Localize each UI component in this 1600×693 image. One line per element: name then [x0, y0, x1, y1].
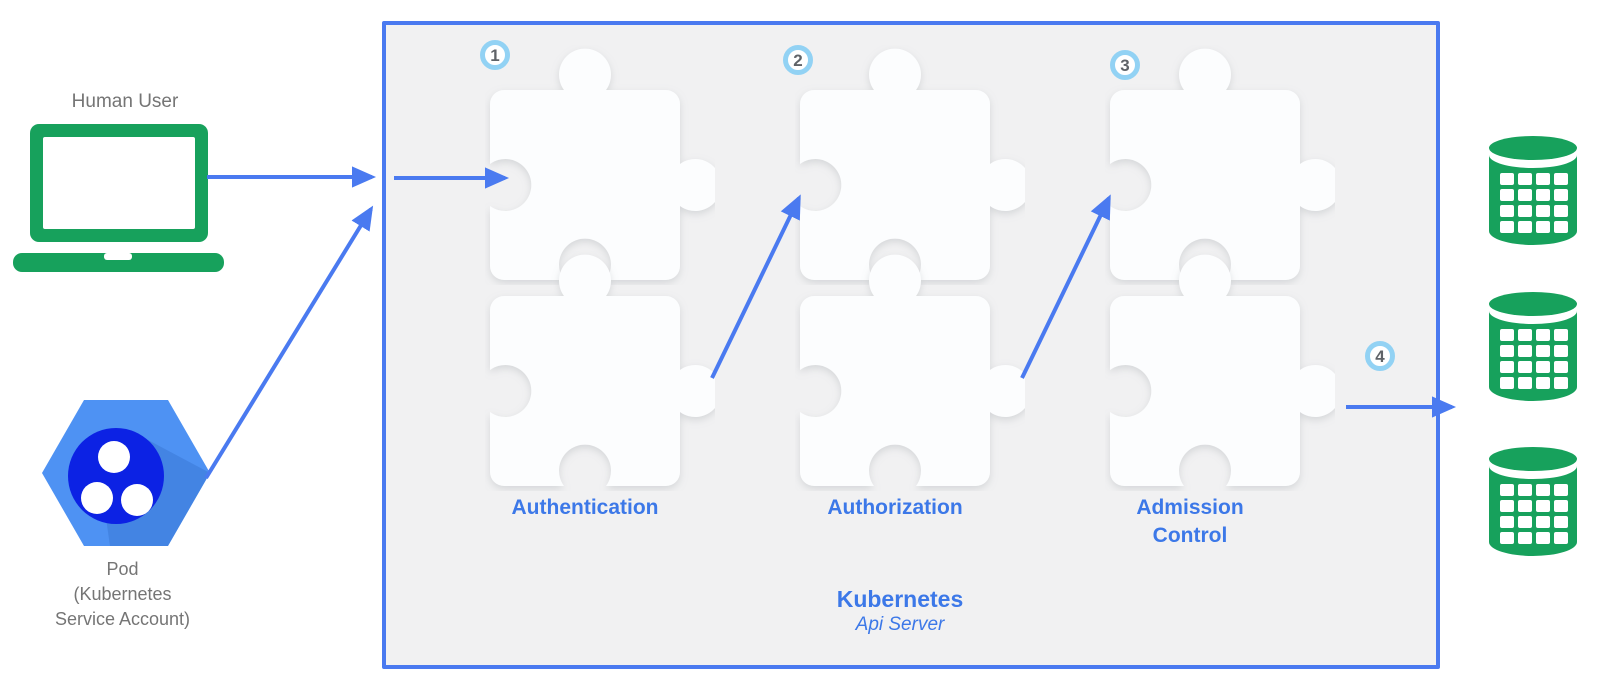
- api-server-subtitle: Api Server: [855, 614, 945, 635]
- step-badge-4: 4: [1365, 341, 1395, 371]
- puzzle-piece-authorization-top: [800, 48, 1025, 281]
- puzzle-piece-authentication-top: [490, 48, 715, 281]
- authorization-label: Authorization: [827, 496, 963, 519]
- etcd-database-icon-1: [1489, 136, 1577, 245]
- puzzle-piece-admission-top: [1110, 48, 1335, 281]
- puzzle-piece-authentication-bottom: [490, 254, 715, 486]
- human-user-label: Human User: [71, 91, 179, 112]
- laptop-icon: [13, 124, 224, 272]
- etcd-database-icon-3: [1489, 447, 1577, 556]
- pod-icon: [42, 400, 210, 546]
- authentication-label: Authentication: [511, 496, 659, 519]
- step-badge-2: 2: [783, 45, 813, 75]
- arrow-pod-to-apiserver: [204, 205, 374, 480]
- etcd-database-icon-2: [1489, 292, 1577, 401]
- step-badge-1: 1: [480, 40, 510, 70]
- pod-label: Pod (Kubernetes Service Account): [54, 559, 191, 629]
- step-badge-3: 3: [1110, 50, 1140, 80]
- puzzle-piece-admission-bottom: [1110, 254, 1335, 486]
- kubernetes-title: Kubernetes: [836, 586, 964, 612]
- puzzle-piece-authorization-bottom: [800, 254, 1025, 486]
- admission-control-label: Admission Control: [1136, 496, 1244, 547]
